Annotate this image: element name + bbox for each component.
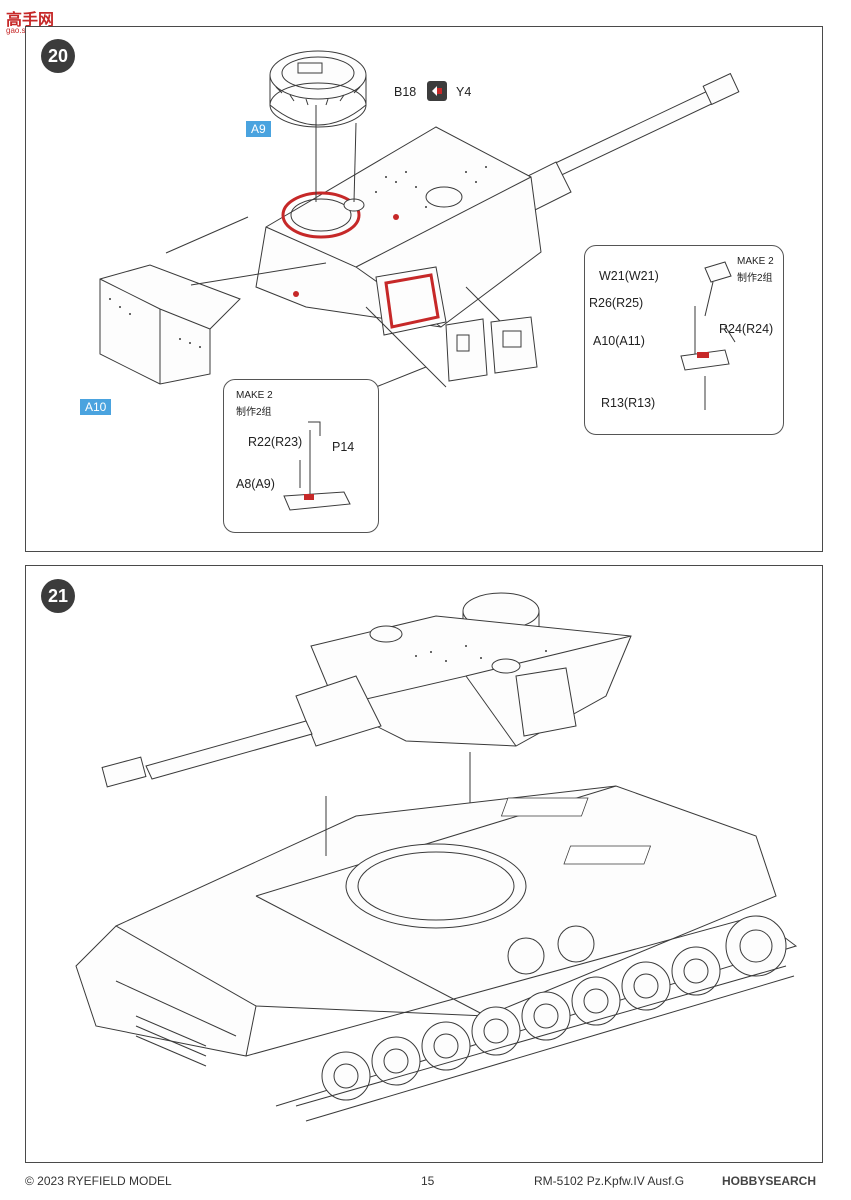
visor-part-drawing: [283, 421, 351, 511]
footer-kit-title: RM-5102 Pz.Kpfw.IV Ausf.G: [534, 1174, 685, 1188]
label-y4: Y4: [456, 85, 472, 99]
detail-right-r13: R13(R13): [601, 396, 656, 410]
detail-left-make-cn: 制作2组: [236, 407, 272, 418]
detail-right-r26: R26(R25): [589, 296, 644, 310]
detail-callout-right: MAKE 2 制作2组 W21(W21) R26(R25) R24(R24) A…: [584, 245, 784, 435]
footer-copyright: © 2023 RYEFIELD MODEL: [25, 1174, 172, 1188]
assembly-guide-lines: [165, 105, 527, 388]
detail-left-make: MAKE 2: [236, 390, 273, 401]
detail-callout-left: MAKE 2 制作2组 R22(R23) P14 A8(A9): [223, 379, 379, 533]
turret-drawing: [255, 72, 740, 336]
hull-drawing: [75, 785, 798, 1122]
step-21-badge: 21: [41, 579, 75, 613]
step-20-panel: 20 A9 B18 Y4: [25, 26, 823, 552]
arrow-swap-icon: [427, 81, 447, 101]
cupola-part-drawing: [269, 50, 367, 128]
detail-right-make-cn: 制作2组: [737, 273, 773, 284]
label-b18: B18: [394, 85, 417, 99]
detail-right-r24: R24(R24): [719, 322, 774, 336]
footer-brand: HOBBYSEARCH: [722, 1174, 817, 1188]
footer-page-number: 15: [421, 1174, 435, 1188]
stowage-bin-drawing: [99, 264, 241, 385]
part-tag-a10: A10: [80, 399, 112, 415]
hatch-doors-drawing: [445, 316, 538, 382]
watermark-logo: 高手网: [6, 12, 55, 29]
step-21-panel: 21: [25, 565, 823, 1163]
detail-left-r22: R22(R23): [248, 435, 303, 449]
detail-right-w21: W21(W21): [599, 269, 659, 283]
turret-assembled-drawing: [101, 592, 632, 788]
mount-part-drawing: [680, 261, 736, 410]
part-tag-a9: A9: [246, 121, 271, 137]
detail-left-a8: A8(A9): [236, 477, 275, 491]
detail-left-p14: P14: [332, 440, 355, 454]
detail-right-a10: A10(A11): [593, 334, 645, 348]
step-20-badge: 20: [41, 39, 75, 73]
detail-right-make: MAKE 2: [737, 256, 774, 267]
